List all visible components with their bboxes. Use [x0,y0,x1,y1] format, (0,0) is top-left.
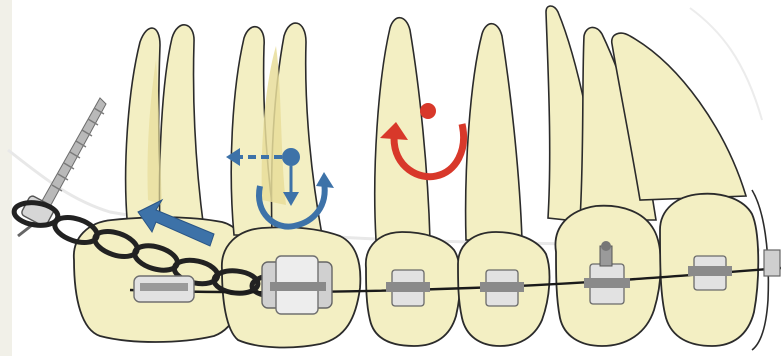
premolar2-bracket [386,270,430,306]
central-incisor-bracket [688,256,732,290]
molar-tube [134,276,194,302]
torque-center [420,103,436,119]
scan-edge [0,0,12,356]
premolar1-bracket [262,256,332,314]
canine-bracket [480,270,524,306]
center-of-resistance [282,148,300,166]
wire-end-stop [764,250,780,276]
